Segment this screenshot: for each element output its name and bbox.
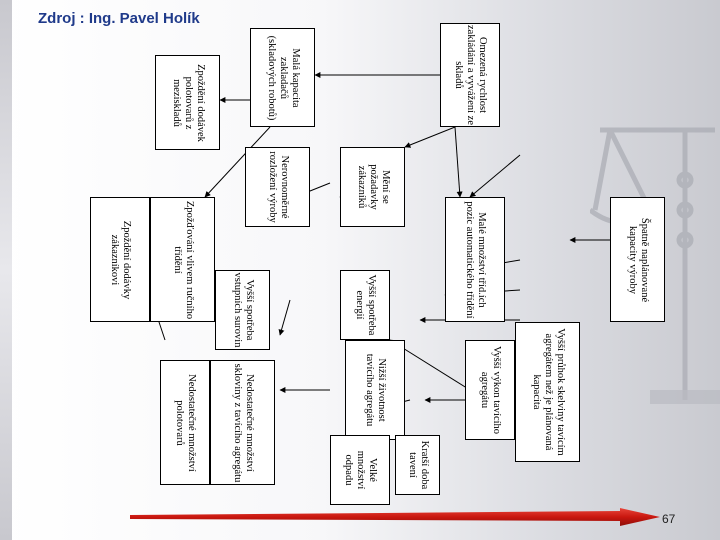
node-kratsi-doba: Kratší doba tavení	[395, 435, 440, 495]
node-label: Nižší životnost tavícího agregátu	[364, 353, 388, 427]
node-label: Kratší doba tavení	[406, 440, 430, 490]
node-vyssi-spotreba-energie: Vyšší spotřeba energií	[340, 270, 390, 340]
node-spatne-naplanovane: Špatně naplánované kapacity výroby	[610, 197, 665, 322]
node-label: Zpoždění dodávek polotovarů z meziskladů	[170, 63, 206, 142]
node-label: Vyšší spotřeba vstupních surovin	[231, 272, 255, 348]
node-velke-mnozstvi: Velké množství odpadu	[330, 435, 390, 505]
node-label: Mění se požadavky zákazníků	[355, 164, 391, 210]
node-vyssi-pruhok: Vyšší průhok skelviny tavícím agregátem …	[515, 322, 580, 462]
node-label: Zpožďování vlivem ručního třídění	[171, 200, 195, 319]
node-label: Vyšší výkon tavícího agregátu	[479, 345, 503, 435]
node-label: Nedostatečné množství skloviny z tavícíh…	[231, 363, 255, 482]
node-nedostatecne-polotovaru: Nedostatečné množství polotovarů	[160, 360, 210, 485]
node-vyssi-spotreba-surovin: Vyšší spotřeba vstupních surovin	[215, 270, 270, 350]
node-label: Špatně naplánované kapacity výroby	[626, 217, 650, 302]
node-label: Omezená rychlost zakládání a vyvážení ze…	[452, 25, 489, 125]
node-label: Malé množství tříd.ích pozic automatické…	[464, 200, 488, 319]
node-zpozdeni-zakaznikovi: Zpoždění dodávky zákazníkovi	[90, 197, 150, 322]
node-label: Malá kapacita zakladačů (skladových robo…	[265, 35, 301, 120]
node-nedostatecne-skloviny: Nedostatečné množství skloviny z tavícíh…	[210, 360, 275, 485]
node-label: Velké množství odpadu	[342, 450, 379, 490]
red-arrow-bar	[130, 508, 660, 526]
node-label: Vyšší průhok skelviny tavícím agregátem …	[530, 328, 566, 456]
node-zpozdovani-vlivem: Zpožďování vlivem ručního třídění	[150, 197, 215, 322]
node-label: Vyšší spotřeba energií	[354, 274, 378, 336]
node-nizsi-zivotnost: Nižší životnost tavícího agregátu	[345, 340, 405, 440]
node-label: Nerovnoměrné rozložení výroby	[266, 151, 290, 223]
node-nerovnomerne: Nerovnoměrné rozložení výroby	[245, 147, 310, 227]
node-vyssi-vykon: Vyšší výkon tavícího agregátu	[465, 340, 515, 440]
left-decorative-strip	[0, 0, 12, 540]
page-number: 67	[662, 512, 676, 526]
node-meni-se-pozadavky: Mění se požadavky zákazníků	[340, 147, 405, 227]
page-title: Zdroj : Ing. Pavel Holík	[38, 10, 200, 27]
node-label: Nedostatečné množství polotovarů	[174, 373, 198, 472]
node-zpozdeni-polotovaru: Zpoždění dodávek polotovarů z meziskladů	[155, 55, 220, 150]
node-male-mnozstvi: Malé množství tříd.ích pozic automatické…	[445, 197, 505, 322]
node-omezena-rychlost: Omezená rychlost zakládání a vyvážení ze…	[440, 23, 500, 127]
node-label: Zpoždění dodávky zákazníkovi	[109, 220, 133, 299]
node-mala-kapacita: Malá kapacita zakladačů (skladových robo…	[250, 28, 315, 127]
